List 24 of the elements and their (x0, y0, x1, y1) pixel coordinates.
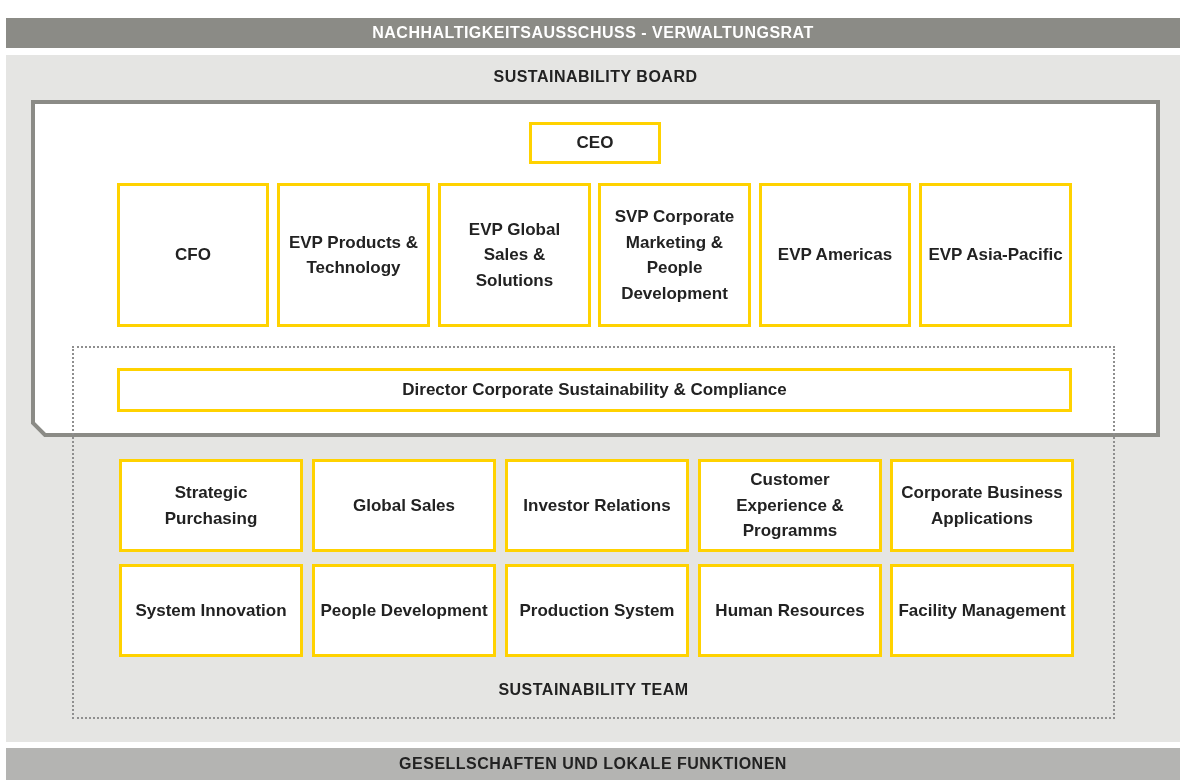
role-box: Global Sales (312, 459, 496, 552)
role-box: Customer Experience & Programms (698, 459, 882, 552)
role-box: EVP Products & Technology (277, 183, 430, 327)
role-box: Corporate Business Applications (890, 459, 1074, 552)
role-box: Human Resources (698, 564, 882, 657)
role-box: CEO (529, 122, 661, 164)
role-box: Facility Management (890, 564, 1074, 657)
background-panel (6, 55, 1180, 742)
header-band: NACHHALTIGKEITSAUSSCHUSS - VERWALTUNGSRAT (6, 18, 1180, 48)
role-box: People Development (312, 564, 496, 657)
role-box: CFO (117, 183, 269, 327)
board-heading: SUSTAINABILITY BOARD (492, 68, 699, 86)
role-box: EVP Asia-Pacific (919, 183, 1072, 327)
team-panel (72, 346, 1115, 719)
role-box: Director Corporate Sustainability & Compliance (117, 368, 1072, 412)
role-box: EVP Global Sales & Solutions (438, 183, 591, 327)
role-box: SVP Corporate Marketing & People Development (598, 183, 751, 327)
role-box: Investor Relations (505, 459, 689, 552)
role-box: System Innovation (119, 564, 303, 657)
role-box: Strategic Purchasing (119, 459, 303, 552)
role-box: EVP Americas (759, 183, 911, 327)
role-box: Production System (505, 564, 689, 657)
team-heading: SUSTAINABILITY TEAM (497, 681, 690, 699)
footer-band: GESELLSCHAFTEN UND LOKALE FUNKTIONEN (6, 748, 1180, 780)
